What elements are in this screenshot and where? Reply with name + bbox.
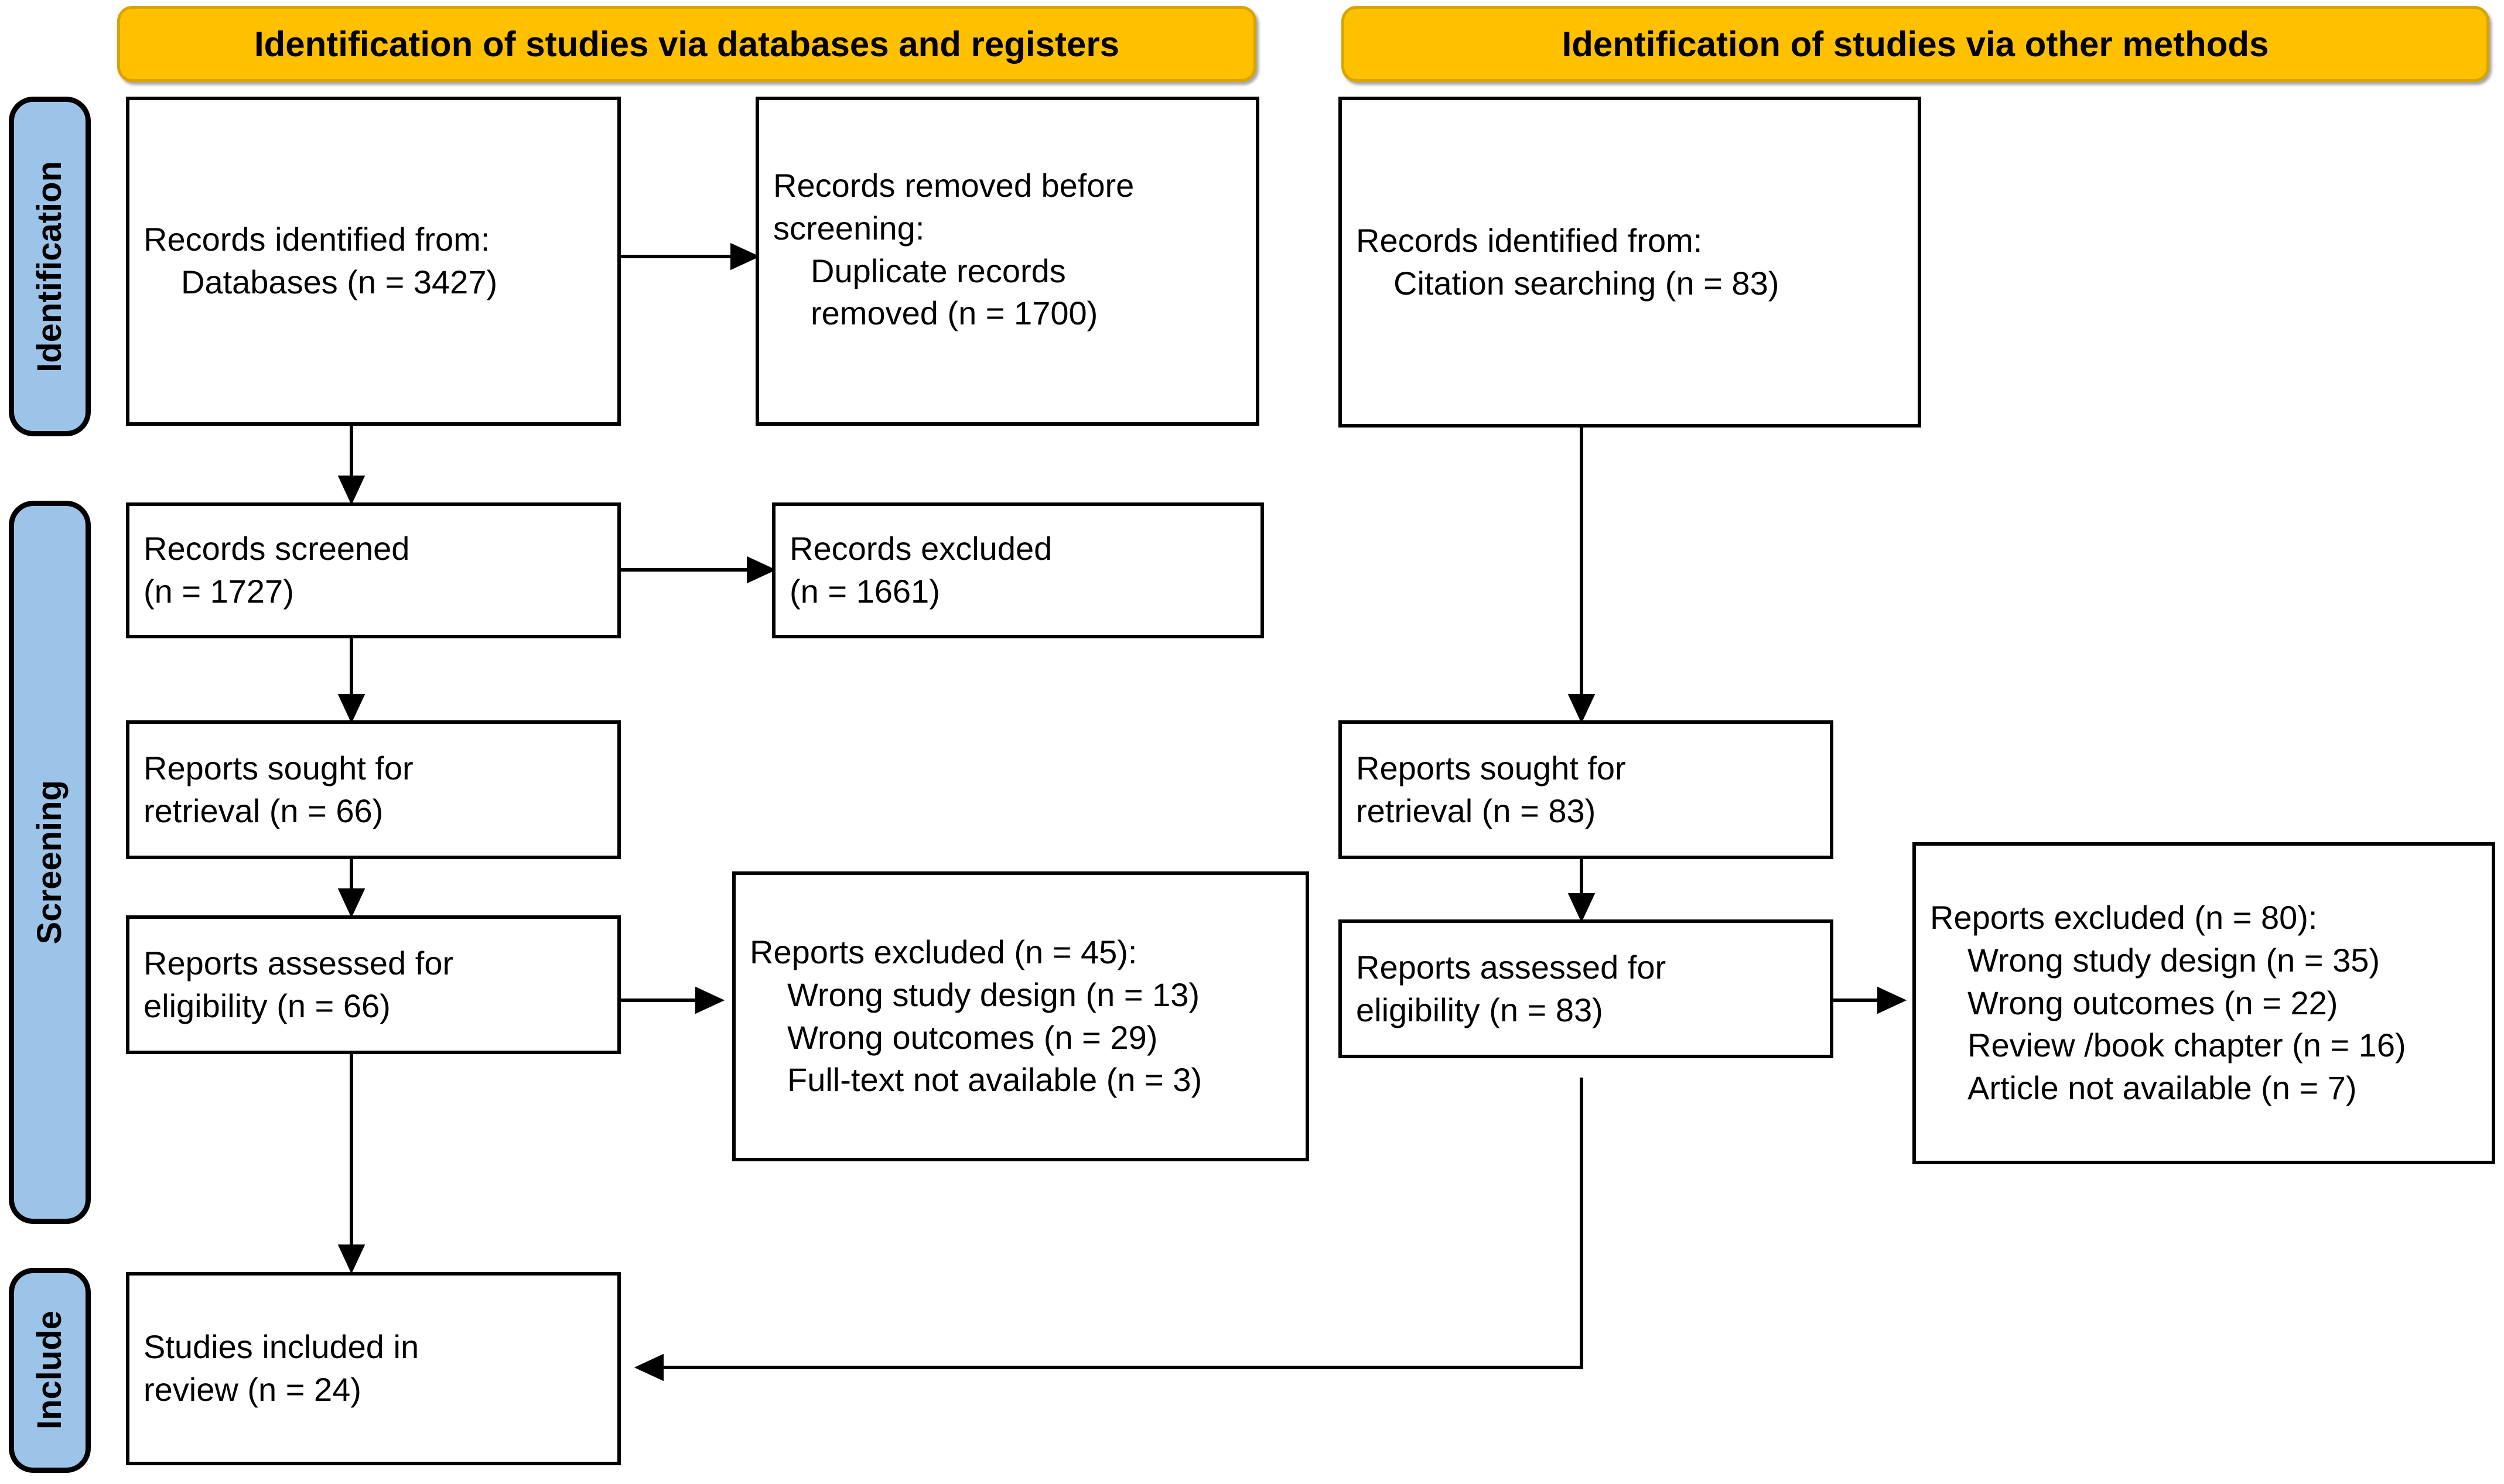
box-text-reports-sought-other: Reports sought for retrieval (n = 83) xyxy=(1356,747,1816,833)
line-reports-assessed-for: Reports assessed for xyxy=(144,944,454,982)
box-text-records-excluded: Records excluded (n = 1661) xyxy=(790,528,1246,613)
line-duplicate-records: Duplicate records xyxy=(811,252,1066,289)
line-duplicate-removed-count: removed (n = 1700) xyxy=(811,295,1098,332)
line-screening-colon: screening: xyxy=(773,209,925,247)
box-text-reports-excluded-databases: Reports excluded (n = 45): Wrong study d… xyxy=(750,931,1292,1102)
banner-label-databases: Identification of studies via databases … xyxy=(254,24,1120,64)
box-text-reports-sought-databases: Reports sought for retrieval (n = 66) xyxy=(144,747,603,833)
line-records-screened-count: (n = 1727) xyxy=(144,573,294,610)
line-studies-included-in: Studies included in xyxy=(144,1328,419,1366)
banner-other-methods: Identification of studies via other meth… xyxy=(1341,6,2489,82)
line-article-not-available-other: Article not available (n = 7) xyxy=(1967,1069,2357,1107)
phase-bar-include: Include xyxy=(9,1268,91,1473)
box-text-records-identified-databases: Records identified from: Databases (n = … xyxy=(144,218,603,304)
box-reports-assessed-databases: Reports assessed for eligibility (n = 66… xyxy=(126,915,621,1054)
line-review-count: review (n = 24) xyxy=(144,1371,361,1408)
line-wrong-study-design-db: Wrong study design (n = 13) xyxy=(787,976,1200,1013)
line-eligibility-count-other: eligibility (n = 83) xyxy=(1356,991,1603,1028)
line-records-screened: Records screened xyxy=(144,530,410,567)
line-eligibility-count-db: eligibility (n = 66) xyxy=(144,987,391,1024)
box-records-removed: Records removed before screening: Duplic… xyxy=(756,97,1259,426)
line-wrong-outcomes-db: Wrong outcomes (n = 29) xyxy=(787,1018,1158,1056)
box-reports-sought-databases: Reports sought for retrieval (n = 66) xyxy=(126,720,621,859)
box-records-excluded: Records excluded (n = 1661) xyxy=(772,502,1264,638)
banner-label-other-methods: Identification of studies via other meth… xyxy=(1562,24,2269,64)
line-reports-excluded-db-total: Reports excluded (n = 45): xyxy=(750,933,1137,970)
box-text-reports-excluded-other: Reports excluded (n = 80): Wrong study d… xyxy=(1930,897,2478,1110)
phase-label-screening: Screening xyxy=(30,780,69,945)
phase-bar-screening: Screening xyxy=(9,501,91,1224)
box-records-identified-other: Records identified from: Citation search… xyxy=(1338,97,1921,428)
box-reports-sought-other: Reports sought for retrieval (n = 83) xyxy=(1338,720,1833,859)
box-reports-excluded-databases: Reports excluded (n = 45): Wrong study d… xyxy=(732,871,1309,1161)
line-retrieval-count-other: retrieval (n = 83) xyxy=(1356,792,1596,829)
box-records-screened: Records screened (n = 1727) xyxy=(126,502,621,638)
box-text-records-screened: Records screened (n = 1727) xyxy=(144,528,603,613)
line-reports-sought-for: Reports sought for xyxy=(144,749,414,787)
box-text-studies-included: Studies included in review (n = 24) xyxy=(144,1326,603,1411)
line-wrong-study-design-other: Wrong study design (n = 35) xyxy=(1967,941,2380,979)
line-citation-searching-count: Citation searching (n = 83) xyxy=(1393,264,1779,302)
line-reports-sought-for-other: Reports sought for xyxy=(1356,749,1626,787)
line-records-excluded-count: (n = 1661) xyxy=(790,573,940,610)
phase-label-identification: Identification xyxy=(30,160,69,372)
box-reports-assessed-other: Reports assessed for eligibility (n = 83… xyxy=(1338,919,1833,1058)
box-text-reports-assessed-databases: Reports assessed for eligibility (n = 66… xyxy=(144,942,603,1028)
banner-databases-and-registers: Identification of studies via databases … xyxy=(117,6,1256,82)
line-full-text-not-available-db: Full-text not available (n = 3) xyxy=(787,1061,1203,1099)
line-reports-assessed-for-other: Reports assessed for xyxy=(1356,948,1666,986)
box-text-reports-assessed-other: Reports assessed for eligibility (n = 83… xyxy=(1356,946,1816,1032)
line-records-removed-before: Records removed before xyxy=(773,167,1135,204)
line-records-identified-from: Records identified from: xyxy=(144,221,490,258)
line-databases-count: Databases (n = 3427) xyxy=(181,264,498,300)
line-wrong-outcomes-other: Wrong outcomes (n = 22) xyxy=(1967,984,2338,1021)
phase-label-include: Include xyxy=(30,1311,69,1430)
box-text-records-removed: Records removed before screening: Duplic… xyxy=(773,165,1242,335)
line-reports-excluded-other-total: Reports excluded (n = 80): xyxy=(1930,899,2318,936)
phase-bar-identification: Identification xyxy=(9,97,91,436)
box-studies-included: Studies included in review (n = 24) xyxy=(126,1272,621,1465)
box-text-records-identified-other: Records identified from: Citation search… xyxy=(1356,220,1904,305)
line-records-identified-from-other: Records identified from: xyxy=(1356,221,1703,259)
box-reports-excluded-other: Reports excluded (n = 80): Wrong study d… xyxy=(1912,842,2495,1164)
box-records-identified-databases: Records identified from: Databases (n = … xyxy=(126,97,621,426)
line-records-excluded: Records excluded xyxy=(790,530,1053,567)
line-review-book-chapter-other: Review /book chapter (n = 16) xyxy=(1967,1027,2406,1064)
line-retrieval-count-db: retrieval (n = 66) xyxy=(144,792,384,829)
